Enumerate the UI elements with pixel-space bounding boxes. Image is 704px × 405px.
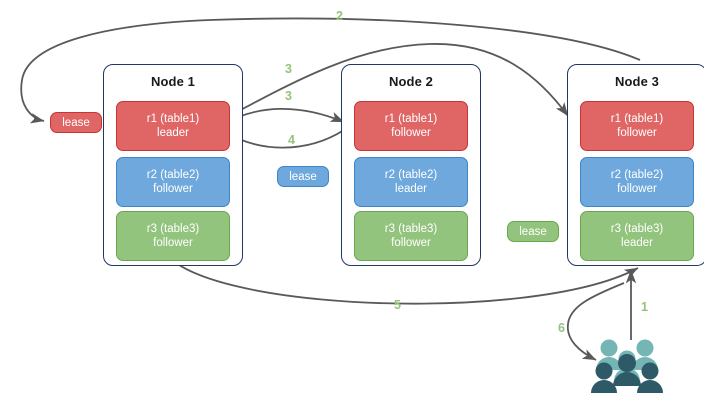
replica-n2-r1-name: r1 (table1)	[384, 113, 438, 125]
node-3[interactable]: Node 3 r1 (table1) follower r2 (table2) …	[567, 64, 704, 266]
arrow-step-4	[227, 129, 345, 149]
node-1[interactable]: Node 1 r1 (table1) leader r2 (table2) fo…	[103, 64, 243, 266]
replica-n3-r3[interactable]: r3 (table3) leader	[580, 211, 694, 261]
replica-n2-r3[interactable]: r3 (table3) follower	[354, 211, 468, 261]
replica-n3-r2-name: r2 (table2)	[610, 169, 664, 181]
lease-badge-r1-label: lease	[62, 116, 90, 129]
lease-badge-r1[interactable]: lease	[50, 112, 102, 133]
arrow-step-6	[567, 282, 625, 361]
node-2-title: Node 2	[389, 74, 433, 89]
step-label-5: 5	[394, 298, 401, 312]
replica-n1-r2-role: follower	[153, 183, 193, 195]
replica-n1-r1-name: r1 (table1)	[146, 113, 200, 125]
replica-n3-r2[interactable]: r2 (table2) follower	[580, 157, 694, 207]
replica-n3-r1-name: r1 (table1)	[610, 113, 664, 125]
replica-n3-r1[interactable]: r1 (table1) follower	[580, 101, 694, 151]
replica-n3-r1-role: follower	[617, 127, 657, 139]
replica-n1-r2[interactable]: r2 (table2) follower	[116, 157, 230, 207]
lease-badge-r3[interactable]: lease	[507, 221, 559, 242]
replica-n2-r3-role: follower	[391, 237, 431, 249]
node-1-title: Node 1	[151, 74, 195, 89]
replica-n2-r1-role: follower	[391, 127, 431, 139]
replica-n1-r3-name: r3 (table3)	[146, 223, 200, 235]
arrow-step-2	[20, 17, 641, 124]
step-label-2: 2	[336, 9, 343, 23]
replica-n3-r3-role: leader	[621, 237, 653, 249]
replica-n1-r1-role: leader	[157, 127, 189, 139]
step-label-3a: 3	[285, 62, 292, 76]
arrow-step-5	[175, 262, 639, 305]
replica-n1-r3-role: follower	[153, 237, 193, 249]
replica-n2-r2-role: leader	[395, 183, 427, 195]
step-label-6: 6	[558, 321, 565, 335]
node-3-title: Node 3	[615, 74, 659, 89]
replica-n2-r1[interactable]: r1 (table1) follower	[354, 101, 468, 151]
replica-n1-r1[interactable]: r1 (table1) leader	[116, 101, 230, 151]
node-2[interactable]: Node 2 r1 (table1) follower r2 (table2) …	[341, 64, 481, 266]
replica-n3-r3-name: r3 (table3)	[610, 223, 664, 235]
replica-n1-r2-name: r2 (table2)	[146, 169, 200, 181]
replica-n2-r2-name: r2 (table2)	[384, 169, 438, 181]
replica-n2-r2[interactable]: r2 (table2) leader	[354, 157, 468, 207]
replica-n3-r2-role: follower	[617, 183, 657, 195]
arrow-step-3-to-node3	[221, 43, 569, 121]
step-label-1: 1	[641, 300, 648, 314]
lease-badge-r2-label: lease	[289, 170, 317, 183]
users-group-icon	[591, 339, 663, 393]
lease-badge-r2[interactable]: lease	[277, 166, 329, 187]
lease-badge-r3-label: lease	[519, 225, 547, 238]
replica-n1-r3[interactable]: r3 (table3) follower	[116, 211, 230, 261]
step-label-3b: 3	[285, 89, 292, 103]
step-label-4: 4	[288, 133, 295, 147]
replica-n2-r3-name: r3 (table3)	[384, 223, 438, 235]
